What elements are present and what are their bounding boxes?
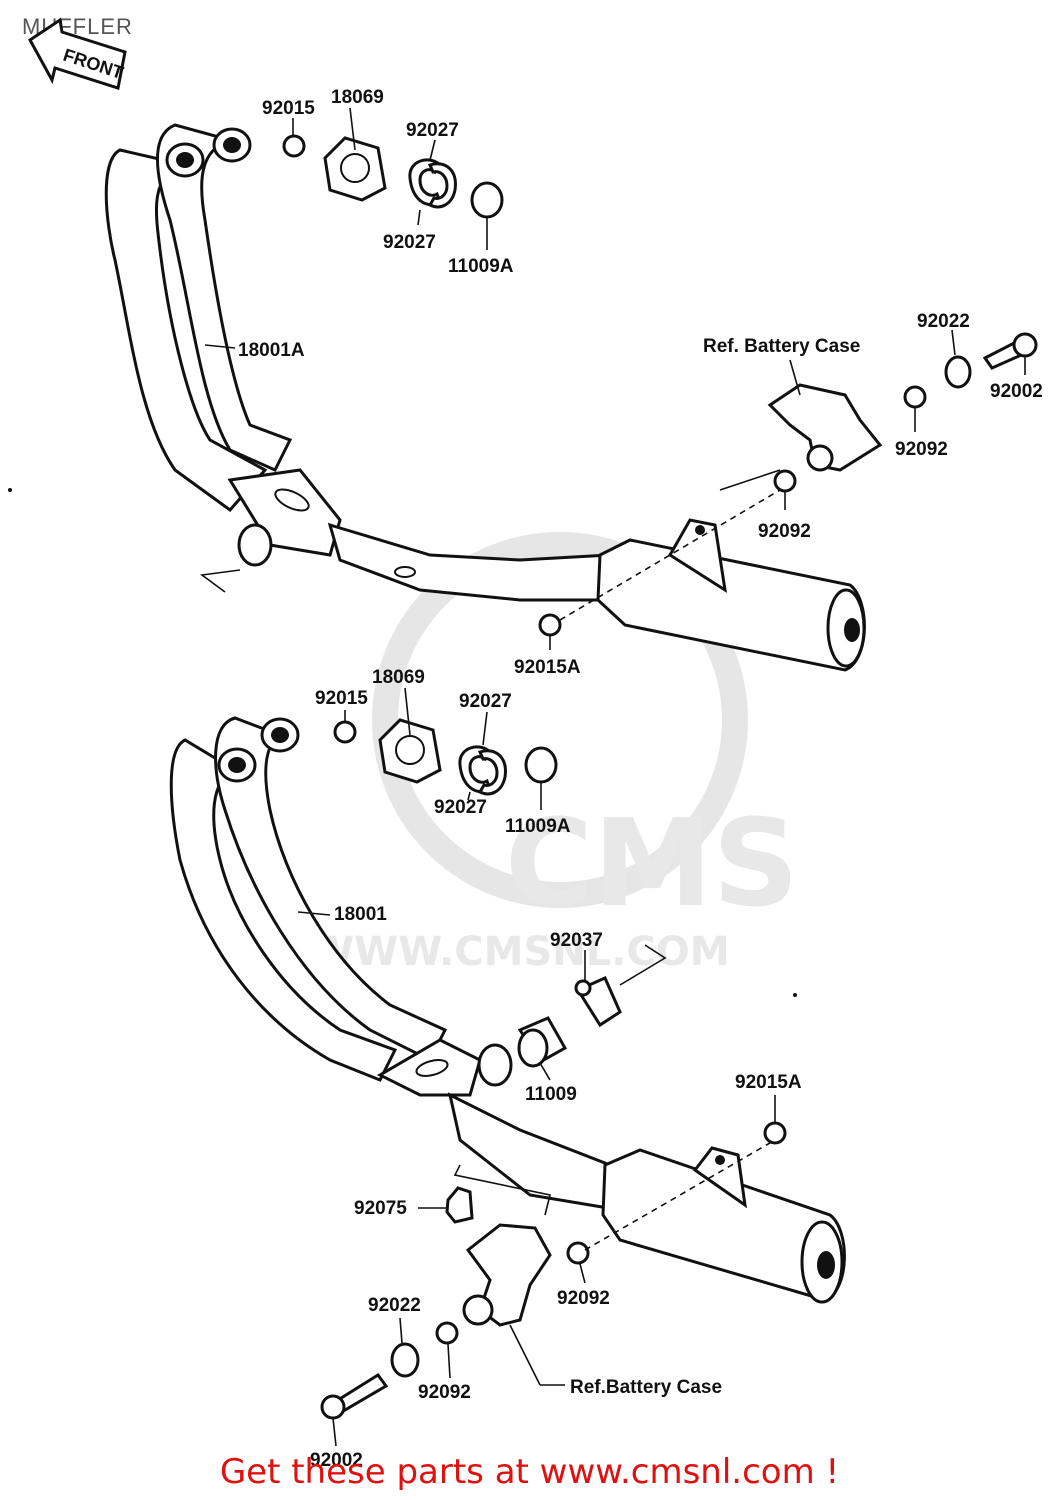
label-11009A-upper: 11009A xyxy=(448,256,514,277)
upper-nut-92015 xyxy=(282,134,306,158)
label-11009: 11009 xyxy=(525,1084,577,1105)
watermark-ring xyxy=(372,532,748,908)
label-18069-lower: 18069 xyxy=(372,667,425,688)
watermark-url: WWW.CMSNL.COM xyxy=(310,929,730,975)
cms-watermark: CMS WWW.CMSNL.COM xyxy=(310,532,799,975)
label-92092-lower-b: 92092 xyxy=(418,1382,471,1403)
label-92022-lower: 92022 xyxy=(368,1295,421,1316)
label-92027-upper-b: 92027 xyxy=(383,232,436,253)
lower-exhaust-pipe xyxy=(169,716,846,1304)
label-92015-lower: 92015 xyxy=(315,688,368,709)
upper-exhaust-pipe xyxy=(104,123,866,672)
label-18069-upper: 18069 xyxy=(331,87,384,108)
label-ref-battery-case-lower: Ref.Battery Case xyxy=(570,1377,722,1398)
upper-battery-case-bracket xyxy=(538,332,1038,637)
label-92037: 92037 xyxy=(550,930,603,951)
footer-link-text[interactable]: Get these parts at www.cmsnl.com ! xyxy=(219,1452,840,1492)
stray-dot xyxy=(8,488,12,492)
label-92027-lower-a: 92027 xyxy=(459,691,512,712)
upper-part-labels: 92015 18069 92027 92027 11009A 18001A Re… xyxy=(238,87,1043,678)
lower-gasket-flange-18069 xyxy=(378,718,442,784)
lower-battery-case-bracket xyxy=(320,1223,590,1420)
lower-part-labels: 92015 18069 92027 92027 11009A 18001 920… xyxy=(310,667,802,1471)
label-92015-upper: 92015 xyxy=(262,98,315,119)
lower-nut-92015 xyxy=(333,720,357,744)
label-92092-upper-b: 92092 xyxy=(758,521,811,542)
stray-dot xyxy=(793,993,797,997)
lower-gasket-11009 xyxy=(517,1016,568,1068)
watermark-brand: CMS xyxy=(505,795,799,934)
label-18001: 18001 xyxy=(334,904,387,925)
label-11009A-lower: 11009A xyxy=(505,816,571,837)
lower-gasket-11009A xyxy=(524,746,558,784)
label-18001A: 18001A xyxy=(238,340,305,361)
lower-collar-halves-92027 xyxy=(458,745,507,796)
upper-gasket-flange-18069 xyxy=(323,136,387,202)
front-arrow-icon: FRONT xyxy=(28,17,127,90)
leader-lines xyxy=(199,107,1026,1447)
label-92027-upper-a: 92027 xyxy=(406,120,459,141)
label-92092-upper-a: 92092 xyxy=(895,439,948,460)
lower-grommet-92075 xyxy=(445,1186,474,1224)
label-ref-battery-case-upper: Ref. Battery Case xyxy=(703,336,860,357)
label-92002-upper: 92002 xyxy=(990,381,1043,402)
upper-collar-halves-92027 xyxy=(408,158,457,209)
label-92092-lower-a: 92092 xyxy=(557,1288,610,1309)
lower-clamp-92037 xyxy=(574,976,622,1028)
upper-gasket-11009A xyxy=(470,181,504,219)
label-92022-upper: 92022 xyxy=(917,311,970,332)
label-92075: 92075 xyxy=(354,1198,407,1219)
label-92015A-upper: 92015A xyxy=(514,657,581,678)
label-92015A-lower: 92015A xyxy=(735,1072,802,1093)
lower-nut-92015A xyxy=(763,1121,787,1145)
label-92002-lower: 92002 xyxy=(310,1450,363,1471)
label-92027-lower-b: 92027 xyxy=(434,797,487,818)
